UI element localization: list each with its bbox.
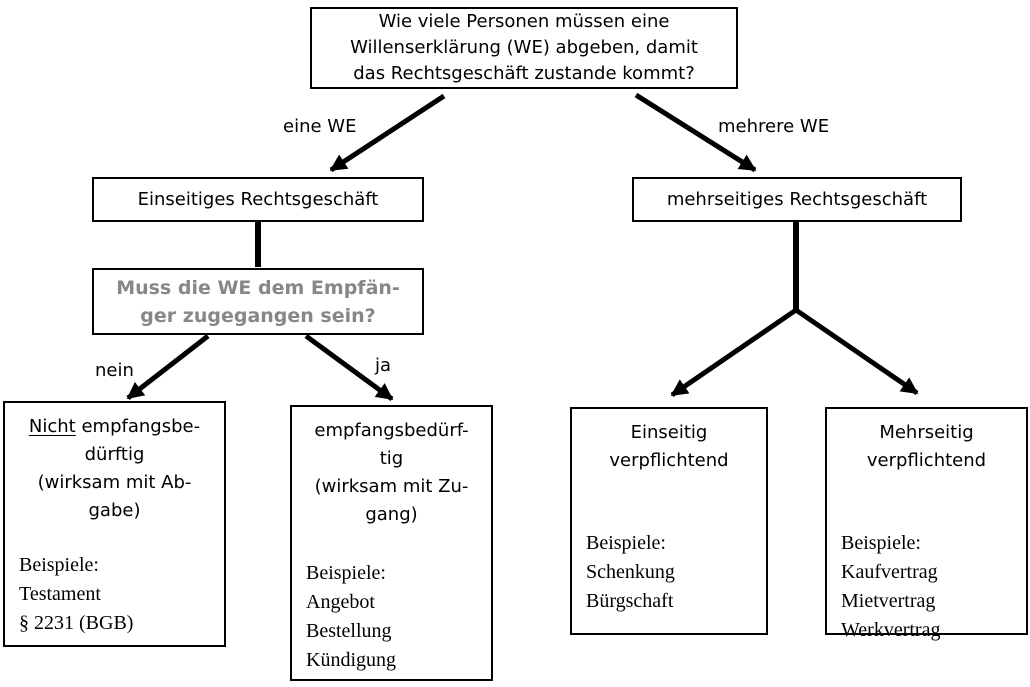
example-item: Kündigung — [306, 649, 396, 671]
zugegangen-question-box: Muss die WE dem Empfän- ger zugegangen s… — [92, 268, 424, 335]
title-line: Willenserklärung (WE) abgeben, damit — [350, 37, 698, 58]
example-item: Schenkung — [586, 561, 675, 583]
subnote-line: (wirksam mit Zu- — [314, 476, 469, 497]
leaf-heading: Mehrseitig verpflichtend — [827, 419, 1026, 475]
leaf-heading: Nicht empfangsbe- dürftig (wirksam mit A… — [5, 413, 224, 525]
heading-line: dürftig — [84, 444, 145, 465]
title-line: das Rechtsgeschäft zustande kommt? — [353, 63, 695, 84]
example-item: Beispiele: — [306, 562, 386, 584]
nicht-empfangsbeduerftig-box: Nicht empfangsbe- dürftig (wirksam mit A… — [3, 401, 226, 647]
examples-list: Beispiele: Testament § 2231 (BGB) — [5, 551, 224, 638]
question-line: ger zugegangen sein? — [140, 304, 376, 327]
examples-list: Beispiele: Kaufvertrag Mietvertrag Werkv… — [827, 529, 1026, 645]
edge-label-mehrere-we: mehrere WE — [718, 116, 830, 137]
question-line: Muss die WE dem Empfän- — [116, 276, 400, 299]
subnote-line: (wirksam mit Ab- — [37, 472, 192, 493]
subnote-line: gabe) — [88, 500, 141, 521]
mehrseitiges-rechtsgeschaeft-label: mehrseitiges Rechtsgeschäft — [666, 189, 928, 210]
heading-line: Mehrseitig — [879, 422, 974, 443]
question-title-box: Wie viele Personen müssen eine Willenser… — [310, 7, 738, 89]
example-item: Beispiele: — [19, 554, 99, 576]
arrow-nein — [126, 334, 210, 400]
arrow-ja — [304, 333, 394, 402]
arrow-einseitig-verpflichtend — [670, 307, 798, 398]
arrow-mehrere-we — [634, 92, 757, 173]
arrow-eine-we — [329, 93, 446, 173]
example-item: § 2231 (BGB) — [19, 612, 134, 634]
example-item: Angebot — [306, 591, 375, 613]
edge-label-ja: ja — [375, 355, 392, 376]
leaf-heading: Einseitig verpflichtend — [572, 419, 766, 475]
example-item: Werkvertrag — [841, 619, 941, 641]
heading-line: verpflichtend — [866, 450, 987, 471]
heading-line: Nicht empfangsbe- — [28, 416, 201, 437]
example-item: Bestellung — [306, 620, 392, 642]
examples-list: Beispiele: Schenkung Bürgschaft — [572, 529, 766, 616]
einseitig-verpflichtend-box: Einseitig verpflichtend Beispiele: Schen… — [570, 407, 768, 635]
mehrseitiges-rechtsgeschaeft-box: mehrseitiges Rechtsgeschäft — [632, 177, 962, 222]
einseitiges-rechtsgeschaeft-box: Einseitiges Rechtsgeschäft — [92, 177, 424, 222]
example-item: Beispiele: — [841, 532, 921, 554]
heading-line: Einseitig — [630, 422, 708, 443]
heading-line: verpflichtend — [609, 450, 729, 471]
leaf-heading: empfangsbedürf- tig (wirksam mit Zu- gan… — [292, 417, 491, 529]
arrow-mehrseitig-verpflichtend — [794, 307, 919, 396]
heading-line: empfangsbedürf- — [314, 420, 469, 441]
edge-label-nein: nein — [95, 360, 134, 381]
example-item: Bürgschaft — [586, 590, 674, 612]
underlined-word: Nicht — [28, 416, 76, 437]
example-item: Testament — [19, 583, 101, 605]
edge-label-eine-we: eine WE — [283, 116, 357, 137]
examples-list: Beispiele: Angebot Bestellung Kündigung — [292, 559, 491, 675]
einseitiges-rechtsgeschaeft-label: Einseitiges Rechtsgeschäft — [137, 189, 379, 210]
example-item: Kaufvertrag — [841, 561, 938, 583]
title-line: Wie viele Personen müssen eine — [378, 11, 670, 32]
heading-line: tig — [379, 448, 404, 469]
subnote-line: gang) — [365, 504, 418, 525]
mehrseitig-verpflichtend-box: Mehrseitig verpflichtend Beispiele: Kauf… — [825, 407, 1028, 641]
example-item: Mietvertrag — [841, 590, 936, 612]
empfangsbeduerftig-box: empfangsbedürf- tig (wirksam mit Zu- gan… — [290, 405, 493, 681]
example-item: Beispiele: — [586, 532, 666, 554]
